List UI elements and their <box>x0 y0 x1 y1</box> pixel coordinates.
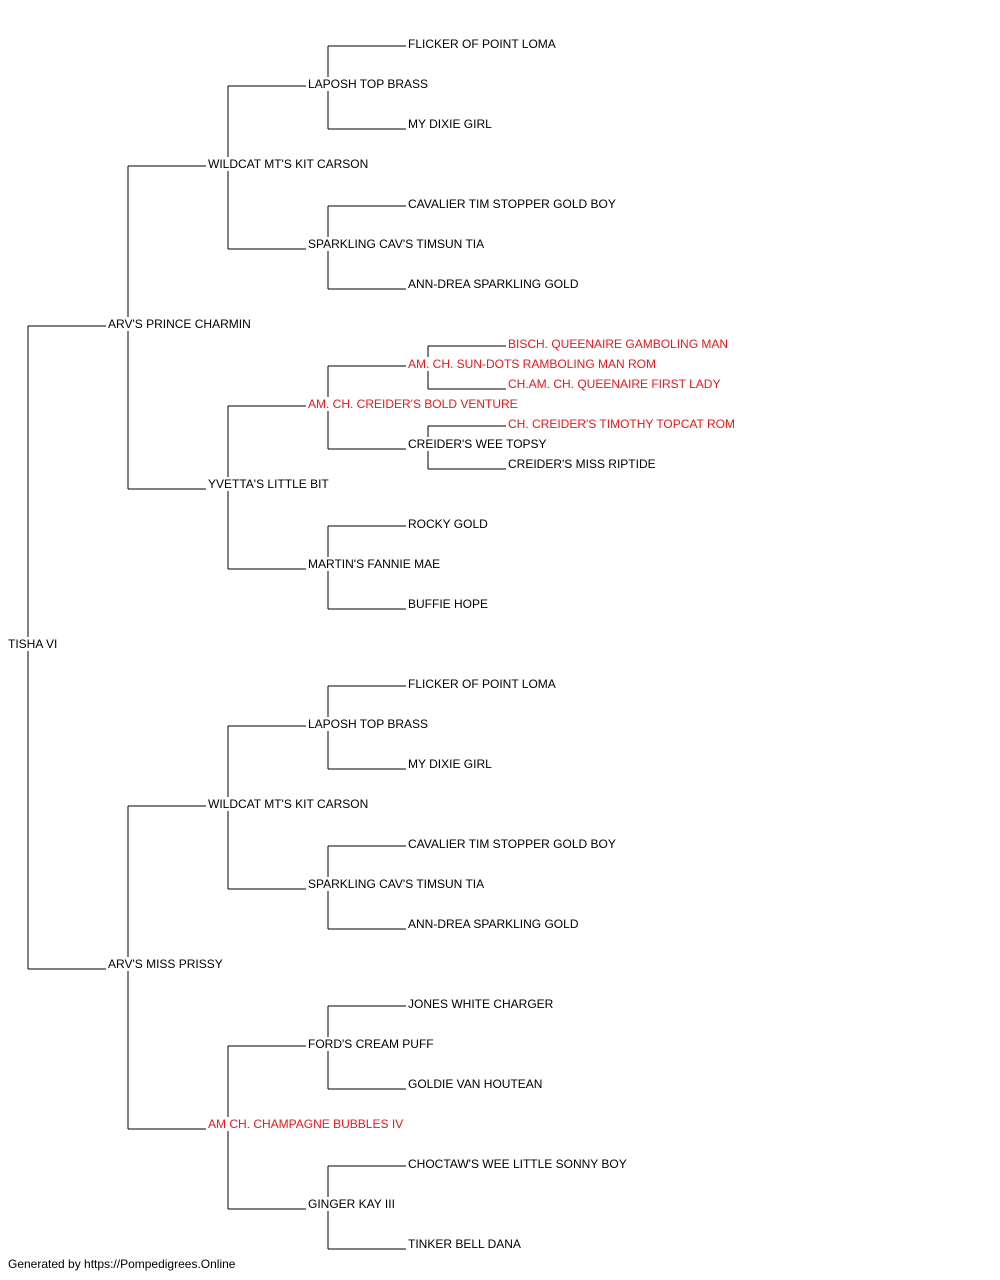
pedigree-node: CHOCTAW'S WEE LITTLE SONNY BOY <box>408 1157 629 1171</box>
pedigree-node: ANN-DREA SPARKLING GOLD <box>408 917 581 931</box>
pedigree-node: CREIDER'S MISS RIPTIDE <box>508 457 658 471</box>
pedigree-node: TISHA VI <box>8 637 60 651</box>
pedigree-node: FLICKER OF POINT LOMA <box>408 677 558 691</box>
pedigree-node: BISCH. QUEENAIRE GAMBOLING MAN <box>508 337 731 351</box>
pedigree-node: BUFFIE HOPE <box>408 597 491 611</box>
pedigree-node: ARV'S PRINCE CHARMIN <box>108 317 253 331</box>
pedigree-node: CH.AM. CH. QUEENAIRE FIRST LADY <box>508 377 723 391</box>
pedigree-node: ANN-DREA SPARKLING GOLD <box>408 277 581 291</box>
pedigree-node: WILDCAT MT'S KIT CARSON <box>208 797 371 811</box>
pedigree-node: ARV'S MISS PRISSY <box>108 957 225 971</box>
pedigree-node: CH. CREIDER'S TIMOTHY TOPCAT ROM <box>508 417 737 431</box>
pedigree-node: AM. CH. CREIDER'S BOLD VENTURE <box>308 397 520 411</box>
pedigree-node: CREIDER'S WEE TOPSY <box>408 437 549 451</box>
pedigree-node: YVETTA'S LITTLE BIT <box>208 477 331 491</box>
pedigree-node: FLICKER OF POINT LOMA <box>408 37 558 51</box>
pedigree-node: TINKER BELL DANA <box>408 1237 523 1251</box>
pedigree-node: LAPOSH TOP BRASS <box>308 77 431 91</box>
pedigree-node: AM CH. CHAMPAGNE BUBBLES IV <box>208 1117 406 1131</box>
pedigree-node: FORD'S CREAM PUFF <box>308 1037 436 1051</box>
pedigree-node: MARTIN'S FANNIE MAE <box>308 557 443 571</box>
pedigree-node: CAVALIER TIM STOPPER GOLD BOY <box>408 837 618 851</box>
pedigree-node: ROCKY GOLD <box>408 517 490 531</box>
pedigree-node: SPARKLING CAV'S TIMSUN TIA <box>308 237 487 251</box>
pedigree-node: JONES WHITE CHARGER <box>408 997 556 1011</box>
pedigree-node: AM. CH. SUN-DOTS RAMBOLING MAN ROM <box>408 357 659 371</box>
pedigree-node: MY DIXIE GIRL <box>408 117 494 131</box>
footer-credit: Generated by https://Pompedigrees.Online <box>8 1257 236 1271</box>
pedigree-node: SPARKLING CAV'S TIMSUN TIA <box>308 877 487 891</box>
pedigree-node: WILDCAT MT'S KIT CARSON <box>208 157 371 171</box>
pedigree-node: LAPOSH TOP BRASS <box>308 717 431 731</box>
pedigree-node: GOLDIE VAN HOUTEAN <box>408 1077 545 1091</box>
pedigree-node: MY DIXIE GIRL <box>408 757 494 771</box>
pedigree-node: CAVALIER TIM STOPPER GOLD BOY <box>408 197 618 211</box>
pedigree-node: GINGER KAY III <box>308 1197 397 1211</box>
